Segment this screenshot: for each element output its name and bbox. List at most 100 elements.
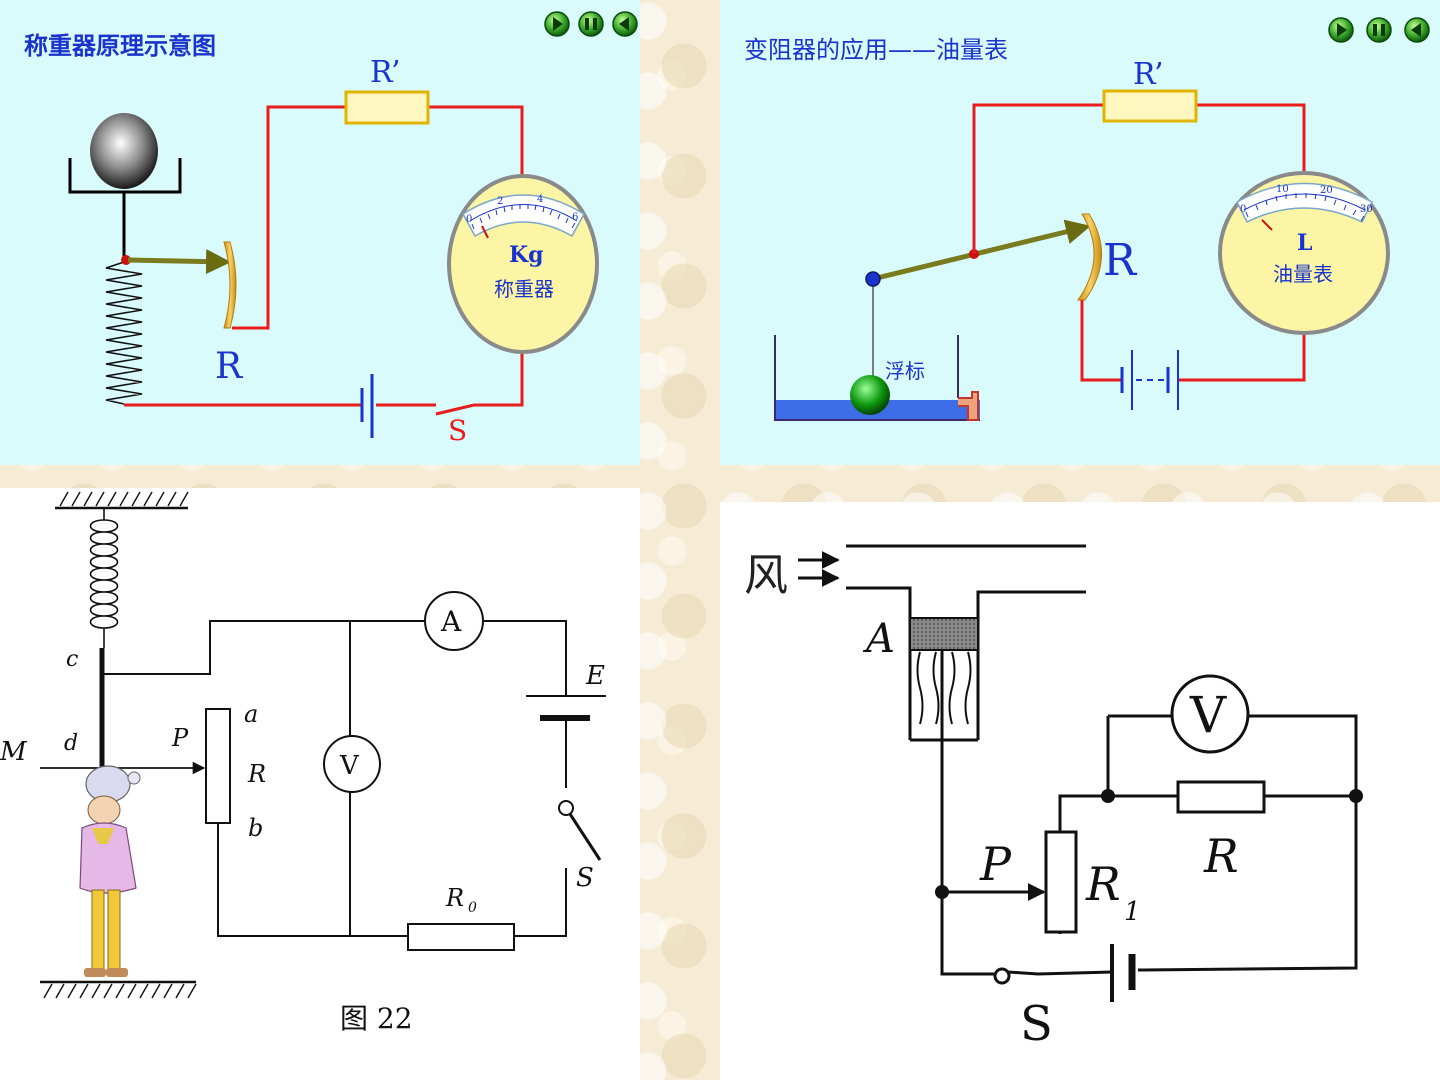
- floor-support: [40, 980, 197, 999]
- resistor-r: [1176, 780, 1266, 814]
- back-icon: [619, 17, 629, 31]
- label-r0-sub: 0: [468, 900, 477, 916]
- scale-meter: 0 2 4 6 Kg 称重器: [447, 174, 599, 354]
- meter-needle: [1261, 219, 1273, 231]
- label-r-prime: R’: [1133, 57, 1163, 92]
- lever-end: [865, 271, 881, 287]
- resistor-r-prime: [344, 90, 430, 125]
- label-r: R: [247, 760, 266, 788]
- fuel-meter: 0 10 20 30 L 油量表: [1218, 171, 1390, 335]
- circuit-wires: [124, 105, 524, 407]
- pause-icon: [1373, 24, 1385, 36]
- label-a: a: [244, 700, 258, 728]
- float-ball: [850, 375, 890, 415]
- panel1-title: 称重器原理示意图: [24, 31, 216, 60]
- meter-name: 称重器: [494, 277, 554, 301]
- switch-s: [993, 967, 1039, 985]
- battery-pack: [1120, 350, 1179, 410]
- panel-height-meter: c d M P a R b A V: [0, 488, 640, 1080]
- person-figure: [79, 765, 141, 977]
- label-p: P: [171, 724, 189, 752]
- play-button[interactable]: [1328, 17, 1354, 43]
- height-meter-diagram: c d M P a R b A V: [0, 491, 606, 1035]
- wind-arrows: [798, 551, 840, 587]
- slider-pointer: [127, 249, 231, 275]
- meter-name: 油量表: [1273, 262, 1333, 286]
- wind-plate-a: [909, 617, 979, 651]
- label-s: S: [448, 414, 467, 447]
- rheostat-r1: [1044, 830, 1078, 934]
- label-r0: R: [445, 884, 464, 912]
- wind-duct: [846, 544, 1086, 740]
- meter-tick-4: 4: [537, 194, 543, 205]
- back-icon: [1411, 23, 1421, 37]
- spring: [105, 261, 143, 405]
- label-r1-sub: 1: [1124, 897, 1141, 927]
- panel2-title: 变阻器的应用——油量表: [744, 36, 1008, 64]
- play-button[interactable]: [544, 11, 570, 37]
- meter-scale-ticks: [471, 204, 576, 230]
- switch-s: [558, 800, 602, 861]
- label-p: P: [979, 837, 1012, 891]
- panel-fuel-gauge: 变阻器的应用——油量表 浮标 R R’: [720, 0, 1440, 465]
- rheostat-r: [223, 241, 237, 329]
- panel-weighing-scale: 称重器原理示意图 R’ R S: [0, 0, 640, 465]
- fuel-tank: [774, 335, 980, 421]
- junction-right: [1349, 789, 1363, 803]
- label-r-prime: R’: [370, 55, 400, 90]
- meter-tick-30: 30: [1360, 204, 1373, 215]
- meter-tick-6: 6: [572, 212, 578, 223]
- wind-meter-diagram: 风 A P R 1 R: [744, 544, 1363, 1052]
- resistor-r0: [407, 923, 515, 951]
- wind-label: 风: [744, 550, 788, 601]
- pause-button[interactable]: [1366, 17, 1392, 43]
- weight-ball: [90, 113, 158, 189]
- label-d: d: [64, 731, 78, 756]
- weighing-scale-diagram: 称重器原理示意图 R’ R S: [24, 11, 638, 447]
- springs: [910, 651, 978, 742]
- battery: [1110, 944, 1136, 1002]
- meter-tick-0: 0: [466, 214, 472, 225]
- meter-tick-10: 10: [1276, 184, 1289, 195]
- voltmeter-label: V: [339, 751, 360, 781]
- ammeter: A: [424, 591, 484, 651]
- pause-button[interactable]: [578, 11, 604, 37]
- meter-tick-20: 20: [1320, 185, 1333, 196]
- voltmeter: V: [323, 735, 381, 793]
- label-e: E: [585, 661, 605, 691]
- figure-caption: 图 22: [340, 1002, 413, 1035]
- rheostat-r: [205, 708, 231, 824]
- ceiling-support: [55, 491, 189, 510]
- meter-needle: [481, 225, 489, 239]
- switch-s: [435, 403, 475, 416]
- float-label: 浮标: [885, 359, 925, 383]
- spring: [89, 508, 119, 648]
- resistor-r-prime: [1102, 89, 1198, 123]
- label-a: A: [862, 616, 895, 662]
- junction-left: [1101, 789, 1115, 803]
- play-icon: [553, 17, 563, 31]
- back-button[interactable]: [1404, 17, 1430, 43]
- label-r: R: [215, 346, 243, 387]
- label-r: R: [1103, 235, 1138, 286]
- panel-wind-meter: 风 A P R 1 R: [720, 502, 1440, 1080]
- meter-scale-ticks: [1245, 193, 1365, 222]
- ammeter-label: A: [440, 605, 462, 638]
- back-button[interactable]: [612, 11, 638, 37]
- meter-tick-0: 0: [1240, 204, 1246, 215]
- fuel-gauge-diagram: 变阻器的应用——油量表 浮标 R R’: [744, 17, 1430, 421]
- label-r: R: [1203, 829, 1239, 883]
- meter-unit: L: [1297, 230, 1312, 256]
- label-s: S: [1020, 996, 1053, 1052]
- tank-outlet: [958, 391, 979, 421]
- label-r1: R: [1085, 857, 1121, 911]
- rheostat-r: [1077, 213, 1102, 301]
- battery-e: [526, 695, 606, 721]
- play-icon: [1337, 23, 1347, 37]
- circuit-wires: [972, 103, 1306, 382]
- circuit-wires: [104, 620, 567, 937]
- label-s: S: [576, 863, 594, 893]
- voltmeter-label: V: [1189, 686, 1227, 744]
- meter-unit: Kg: [509, 242, 544, 268]
- lever-arm: [872, 219, 1091, 282]
